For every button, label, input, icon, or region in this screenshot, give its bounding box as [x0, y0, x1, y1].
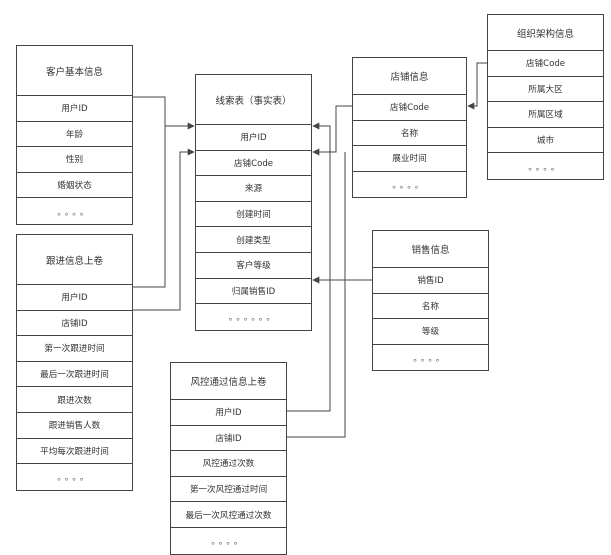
table-row-customer-level: 客户等级 — [196, 253, 311, 279]
table-header: 组织架构信息 — [488, 15, 603, 51]
table-header: 线索表（事实表） — [196, 75, 311, 125]
table-org-structure: 组织架构信息 店铺Code 所属大区 所属区域 城市 。。。。 — [487, 14, 604, 180]
table-row-create-type: 创建类型 — [196, 227, 311, 253]
table-row-ellipsis: 。。。。。。 — [228, 313, 279, 324]
table-row-risk-pass-count: 风控通过次数 — [171, 451, 286, 477]
table-header: 店铺信息 — [353, 58, 466, 95]
table-row-user-id: 用户ID — [196, 125, 311, 151]
table-row-name: 名称 — [373, 294, 488, 320]
table-row-ellipsis: 。。。。 — [413, 354, 448, 365]
table-row-marital-status: 婚姻状态 — [17, 173, 132, 199]
table-row-gender: 性别 — [17, 147, 132, 173]
table-row-user-id: 用户ID — [17, 96, 132, 122]
table-row-ellipsis: 。。。。 — [57, 473, 92, 484]
table-row-followup-count: 跟进次数 — [17, 387, 132, 413]
table-sales-info: 销售信息 销售ID 名称 等级 。。。。 — [372, 230, 489, 372]
table-header: 客户基本信息 — [17, 46, 132, 96]
table-row-ellipsis: 。。。。 — [392, 181, 427, 192]
table-header: 销售信息 — [373, 231, 488, 268]
table-header: 跟进信息上卷 — [17, 235, 132, 285]
table-row-ellipsis: 。。。。 — [211, 537, 246, 548]
link-followup-user-id-to-lead — [133, 126, 166, 288]
table-risk-pass-rollup: 风控通过信息上卷 用户ID 店铺ID 风控通过次数 第一次风控通过时间 最后一次… — [170, 362, 287, 555]
table-row-first-followup-time: 第一次跟进时间 — [17, 336, 132, 362]
link-org-to-store-code — [467, 62, 487, 110]
table-row-user-id: 用户ID — [171, 400, 286, 426]
table-store-info: 店铺信息 店铺Code 名称 展业时间 。。。。 — [352, 57, 467, 199]
table-row-ellipsis: 。。。。 — [57, 207, 92, 218]
table-row-area: 所属区域 — [488, 102, 603, 128]
table-row-name: 名称 — [353, 121, 466, 147]
table-row-store-code: 店铺Code — [196, 151, 311, 177]
table-row-business-time: 展业时间 — [353, 146, 466, 172]
table-row-first-risk-pass-time: 第一次风控通过时间 — [171, 477, 286, 503]
table-row-last-followup-time: 最后一次跟进时间 — [17, 362, 132, 388]
table-row-store-id: 店铺ID — [17, 311, 132, 337]
table-row-followup-sales-count: 跟进销售人数 — [17, 413, 132, 439]
table-row-store-id: 店铺ID — [171, 426, 286, 452]
table-row-source: 来源 — [196, 176, 311, 202]
table-row-store-code: 店铺Code — [353, 95, 466, 121]
table-row-owner-sales-id: 归属销售ID — [196, 279, 311, 305]
table-row-city: 城市 — [488, 128, 603, 154]
link-customer-to-lead-user-id — [133, 96, 195, 130]
table-row-last-risk-pass-count: 最后一次风控通过次数 — [171, 502, 286, 528]
table-followup-rollup: 跟进信息上卷 用户ID 店铺ID 第一次跟进时间 最后一次跟进时间 跟进次数 跟… — [16, 234, 133, 491]
table-row-ellipsis: 。。。。 — [528, 162, 563, 173]
table-row-level: 等级 — [373, 319, 488, 345]
table-row-avg-followup-time: 平均每次跟进时间 — [17, 439, 132, 465]
table-row-user-id: 用户ID — [17, 285, 132, 311]
link-followup-store-id-to-lead — [133, 148, 195, 311]
link-store-to-lead-store-code — [312, 105, 352, 156]
table-row-store-code: 店铺Code — [488, 51, 603, 77]
table-lead-fact: 线索表（事实表） 用户ID 店铺Code 来源 创建时间 创建类型 客户等级 归… — [195, 74, 312, 331]
table-customer-basic-info: 客户基本信息 用户ID 年龄 性别 婚姻状态 。。。。 — [16, 45, 133, 225]
table-header: 风控通过信息上卷 — [171, 363, 286, 400]
table-row-create-time: 创建时间 — [196, 202, 311, 228]
table-row-sales-id: 销售ID — [373, 268, 488, 294]
table-row-region: 所属大区 — [488, 77, 603, 103]
table-row-age: 年龄 — [17, 122, 132, 148]
